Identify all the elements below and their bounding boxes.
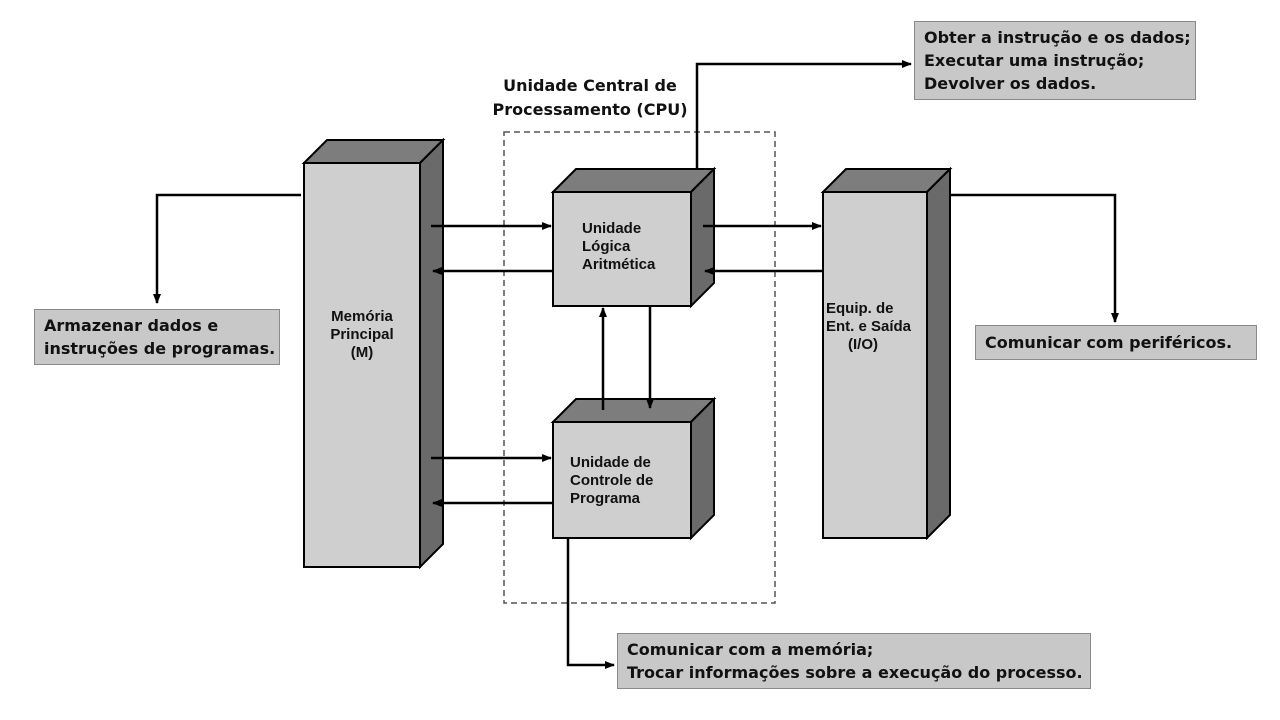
io-note-line-1: Comunicar com periféricos.	[985, 333, 1233, 352]
memory-label-line-1: Memória	[331, 308, 393, 325]
memory-label-line-3: (M)	[350, 344, 374, 361]
control-note: Comunicar com a memória; Trocar informaç…	[617, 633, 1091, 689]
connector-control-note	[566, 538, 615, 669]
control-note-line-1: Comunicar com a memória;	[627, 640, 874, 659]
control-label-line-3: Programa	[570, 490, 641, 507]
control-block-top	[550, 398, 717, 423]
memory-block-front	[303, 162, 421, 568]
alu-label: Unidade Lógica Aritmética	[582, 220, 655, 274]
control-block	[550, 396, 717, 541]
io-block-side	[926, 166, 951, 541]
io-label: Equip. de Ent. e Saída (I/O)	[826, 300, 911, 354]
memory-label: Memória Principal (M)	[320, 308, 404, 362]
io-label-line-2: Ent. e Saída	[826, 318, 912, 335]
alu-block-front	[552, 191, 692, 307]
connector-alu-note	[695, 60, 912, 169]
cpu-title-line-1: Unidade Central de	[503, 76, 677, 95]
alu-note-line-3: Devolver os dados.	[924, 74, 1097, 93]
io-label-line-1: Equip. de	[826, 300, 894, 317]
alu-note: Obter a instrução e os dados; Executar u…	[914, 21, 1196, 100]
io-note: Comunicar com periféricos.	[975, 325, 1257, 360]
memory-note-line-2: instruções de programas.	[44, 339, 276, 358]
alu-block	[550, 166, 717, 309]
cpu-title-line-2: Processamento (CPU)	[492, 100, 688, 119]
alu-note-line-2: Executar uma instrução;	[924, 51, 1145, 70]
alu-note-line-1: Obter a instrução e os dados;	[924, 28, 1191, 47]
control-note-line-2: Trocar informações sobre a execução do p…	[627, 663, 1083, 682]
alu-block-top	[550, 168, 717, 193]
control-label-line-2: Controle de	[570, 472, 654, 489]
io-label-line-3: (I/O)	[848, 336, 878, 353]
control-label-line-1: Unidade de	[570, 454, 651, 471]
memory-block	[301, 137, 446, 570]
io-block	[820, 166, 953, 541]
memory-label-line-2: Principal	[330, 326, 394, 343]
alu-block-side	[690, 166, 715, 309]
alu-label-line-1: Unidade	[582, 220, 642, 237]
memory-note-line-1: Armazenar dados e	[44, 316, 219, 335]
alu-label-line-2: Lógica	[582, 238, 631, 255]
control-label: Unidade de Controle de Programa	[570, 454, 653, 508]
alu-label-line-3: Aritmética	[582, 256, 656, 273]
control-block-front	[552, 421, 692, 539]
cpu-title: Unidade Central de Processamento (CPU)	[480, 74, 700, 122]
cpu-boundary	[503, 131, 776, 604]
memory-note: Armazenar dados e instruções de programa…	[34, 309, 280, 365]
control-block-side	[690, 396, 715, 541]
connector-io-note	[950, 193, 1119, 323]
connector-memory-note	[153, 193, 301, 304]
io-block-front	[822, 191, 928, 539]
